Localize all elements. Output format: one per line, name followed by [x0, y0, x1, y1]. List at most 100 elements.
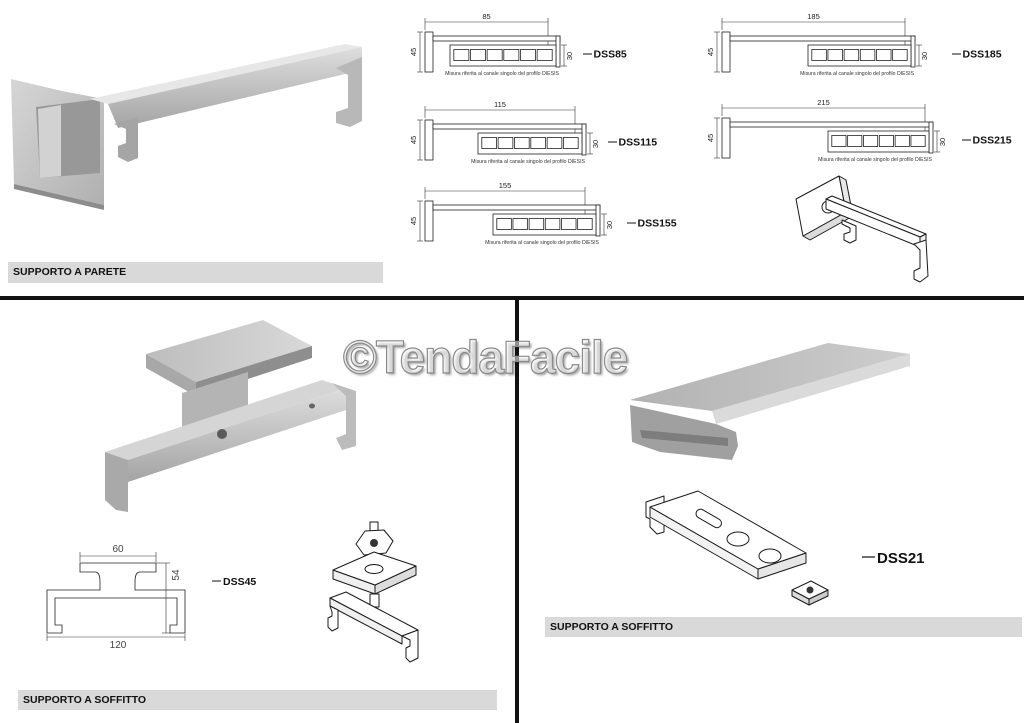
- height-value: 54: [171, 569, 182, 581]
- right-hook: [401, 629, 419, 663]
- rail-channel: [528, 218, 545, 230]
- rail-channel: [520, 49, 536, 61]
- top-screw: [369, 521, 379, 532]
- ceiling-bracket-photo-left: [105, 320, 356, 512]
- rail-channel: [827, 49, 843, 61]
- measurement-note: Misura riferita al canale singolo del pr…: [818, 157, 932, 163]
- screw-hole: [309, 403, 315, 409]
- bracket-arm: [729, 35, 916, 42]
- bracket-arm: [432, 123, 587, 130]
- knob-center: [370, 539, 378, 547]
- mount-plate-left-edge: [146, 354, 196, 396]
- bracket-arm-end: [555, 35, 561, 68]
- wall-plate: [424, 200, 434, 242]
- dss45-line-drawing: [327, 521, 419, 663]
- mounting-slot: [695, 508, 722, 529]
- rail-channel: [530, 137, 546, 149]
- vertical-divider: [515, 298, 519, 723]
- dss21-line-drawing: DSS21: [645, 490, 925, 606]
- rail-channel: [503, 49, 520, 61]
- rail-channel: [577, 218, 593, 230]
- rail-channel: [892, 49, 908, 61]
- rail-channel: [910, 135, 926, 147]
- rail-channel: [831, 135, 847, 147]
- wall-plate: [721, 117, 731, 159]
- top-width-value: 60: [112, 544, 124, 555]
- depth-value: 30: [605, 221, 614, 229]
- bracket-arm: [432, 204, 601, 211]
- plate-hole: [364, 564, 384, 574]
- depth-value: 30: [938, 138, 947, 146]
- screw-hole: [217, 429, 227, 439]
- product-code: DSS115: [619, 137, 658, 149]
- bracket-arm-end: [928, 121, 934, 154]
- wall-bracket-photo: [11, 44, 362, 210]
- mount-plate-top: [146, 320, 312, 382]
- rail-channel: [486, 49, 503, 61]
- wall-plate: [721, 31, 731, 73]
- bracket-arm-end: [595, 204, 601, 237]
- caption-ceiling-support-right: SUPPORTO A SOFFITTO: [545, 617, 1022, 637]
- depth-value: 30: [565, 52, 574, 60]
- product-code: DSS85: [594, 49, 627, 61]
- wall-plate-edge: [14, 184, 104, 210]
- bracket-end-hook: [336, 57, 362, 127]
- watermark: ©TendaFacile: [342, 331, 629, 383]
- mount-left-hook: [105, 452, 128, 512]
- rail-channel: [512, 218, 528, 230]
- ceiling-bracket-photo-right: [630, 343, 910, 460]
- rail-channel: [536, 49, 553, 61]
- rail-channel: [470, 49, 486, 61]
- mount-right-hook: [332, 383, 356, 450]
- bracket-inner-hook: [114, 117, 138, 162]
- length-value: 85: [482, 12, 490, 21]
- rail-channel: [453, 49, 470, 61]
- product-code-dss45: DSS45: [223, 576, 256, 588]
- measurement-note: Misura riferita al canale singolo del pr…: [800, 71, 914, 77]
- length-value: 215: [817, 98, 830, 107]
- dss45-profile: [46, 562, 186, 634]
- long-plate-underside: [630, 405, 738, 460]
- mount-bar-front: [128, 388, 346, 482]
- height-value: 45: [409, 217, 418, 225]
- rail-channel: [859, 49, 876, 61]
- caption-wall-support: SUPPORTO A PARETE: [8, 262, 383, 283]
- rail-channel: [878, 135, 894, 147]
- nut-hole: [806, 586, 814, 594]
- mount-bar-top: [105, 380, 346, 460]
- length-value: 115: [494, 100, 506, 109]
- measurement-note: Misura riferita al canale singolo del pr…: [485, 240, 599, 246]
- channel-recess: [640, 430, 728, 446]
- length-value: 155: [499, 181, 512, 190]
- drawing-inner-hook: [841, 219, 857, 244]
- product-code: DSS185: [963, 49, 1002, 61]
- rail-channel: [811, 49, 827, 61]
- bracket-arm-end: [910, 35, 916, 68]
- rail-channel: [481, 137, 497, 149]
- long-plate-front: [712, 354, 910, 424]
- measurement-note: Misura riferita al canale singolo del pr…: [445, 71, 559, 77]
- keyhole-slot: [726, 531, 750, 547]
- horizontal-divider: [0, 296, 1024, 300]
- product-code: DSS215: [973, 135, 1012, 147]
- rail-channel: [894, 135, 910, 147]
- bar-front: [329, 597, 403, 645]
- measurement-note: Misura riferita al canale singolo del pr…: [471, 159, 585, 165]
- height-value: 45: [409, 48, 418, 56]
- height-value: 45: [409, 136, 418, 144]
- height-value: 45: [706, 48, 715, 56]
- caption-ceiling-support-left: SUPPORTO A SOFFITTO: [18, 690, 497, 710]
- height-value: 45: [706, 134, 715, 142]
- bracket-arm-end: [581, 123, 587, 156]
- keyhole-slot: [758, 548, 782, 564]
- bracket-arm: [432, 35, 561, 42]
- wall-plate: [424, 31, 434, 73]
- rail-channel: [847, 135, 863, 147]
- rail-channel: [561, 218, 577, 230]
- rail-channel: [544, 218, 561, 230]
- rail-channel: [563, 137, 579, 149]
